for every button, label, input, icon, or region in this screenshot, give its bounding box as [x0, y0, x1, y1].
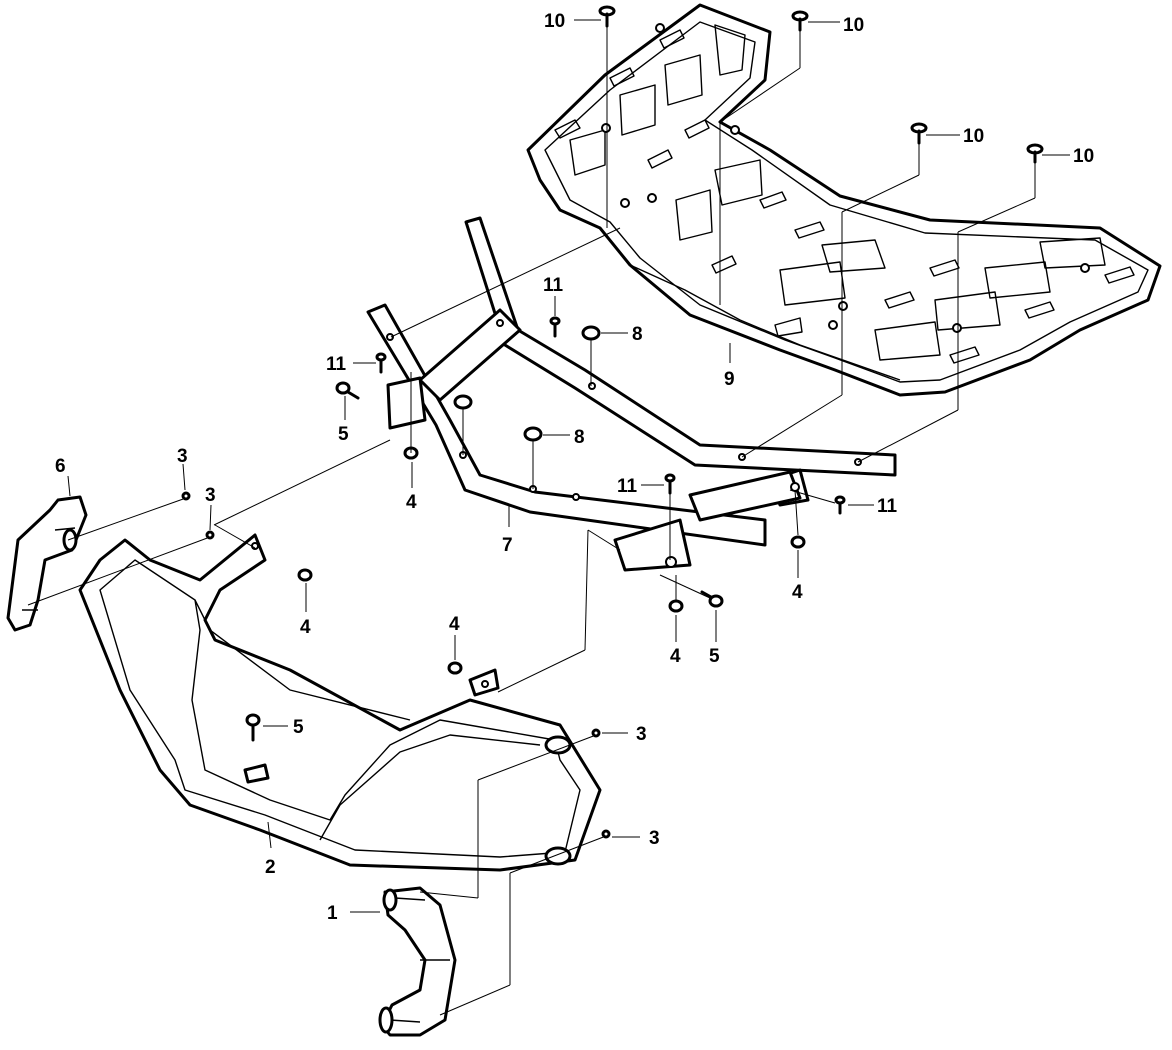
- assembly-lines: [27, 26, 1036, 1016]
- callout-6: 6: [55, 456, 66, 477]
- bolt-11-a: [549, 316, 561, 338]
- grommet-8-b: [523, 426, 543, 442]
- bolt-10-a: [598, 5, 616, 28]
- bolt-5-c: [245, 713, 261, 742]
- bolt-11-b: [375, 352, 387, 374]
- callout-10-b: 10: [843, 15, 864, 36]
- callout-7: 7: [502, 535, 513, 556]
- callout-11-c: 11: [617, 476, 638, 497]
- callout-5-b: 5: [709, 646, 720, 667]
- callout-8-b: 8: [574, 427, 585, 448]
- callout-5-c: 5: [293, 717, 304, 738]
- grommet-8-a: [581, 325, 601, 341]
- callout-11-d: 11: [877, 496, 898, 517]
- callout-4-d: 4: [792, 582, 803, 603]
- callout-leaders: [67, 19, 1070, 913]
- callout-11-a: 11: [543, 275, 564, 296]
- callout-10-d: 10: [1073, 146, 1094, 167]
- bolt-10-d: [1026, 143, 1044, 164]
- callout-10-c: 10: [963, 126, 984, 147]
- rack-frame-holes: [386, 319, 862, 568]
- bolt-10-b: [791, 10, 809, 32]
- screw-3-d: [601, 829, 611, 839]
- rack-frame: [366, 216, 897, 572]
- bolt-11-d: [834, 495, 846, 515]
- callout-5-a: 5: [338, 424, 349, 445]
- rack-pockets: [569, 24, 1106, 361]
- end-cap-6: [6, 495, 88, 632]
- rack-slots: [554, 29, 1135, 364]
- callout-3-c: 3: [636, 724, 647, 745]
- bolt-5-b: [700, 590, 724, 608]
- nut-4-e: [790, 535, 806, 549]
- callout-10-a: 10: [544, 11, 565, 32]
- bolt-10-c: [910, 122, 928, 145]
- screw-3-a: [181, 491, 191, 501]
- callout-3-d: 3: [649, 828, 660, 849]
- bolt-5-a: [335, 381, 360, 400]
- screw-3-c: [591, 728, 601, 738]
- callout-3-b: 3: [205, 485, 216, 506]
- callout-1: 1: [327, 903, 338, 924]
- end-cap-1: [378, 886, 457, 1037]
- callout-9: 9: [724, 369, 735, 390]
- nut-4-c: [447, 661, 463, 675]
- screw-3-b: [205, 530, 215, 540]
- callout-4-a: 4: [406, 492, 417, 513]
- callout-3-a: 3: [177, 446, 188, 467]
- callout-labels: 10 10 10 10 11 11 11 11 8 8 9 5 4 3 3 6 …: [55, 11, 1094, 924]
- callout-2: 2: [265, 857, 276, 878]
- callout-8-a: 8: [632, 324, 643, 345]
- callout-4-e: 4: [670, 646, 681, 667]
- bumper-guard: [78, 533, 602, 872]
- nut-4-b: [297, 568, 313, 582]
- callout-11-b: 11: [326, 354, 347, 375]
- callout-4-c: 4: [449, 614, 460, 635]
- callout-4-b: 4: [300, 617, 311, 638]
- rear-rack-panel: [526, 3, 1162, 397]
- grommet-8-c: [453, 394, 473, 410]
- bolt-11-c: [664, 473, 676, 495]
- nut-4-d: [668, 599, 684, 613]
